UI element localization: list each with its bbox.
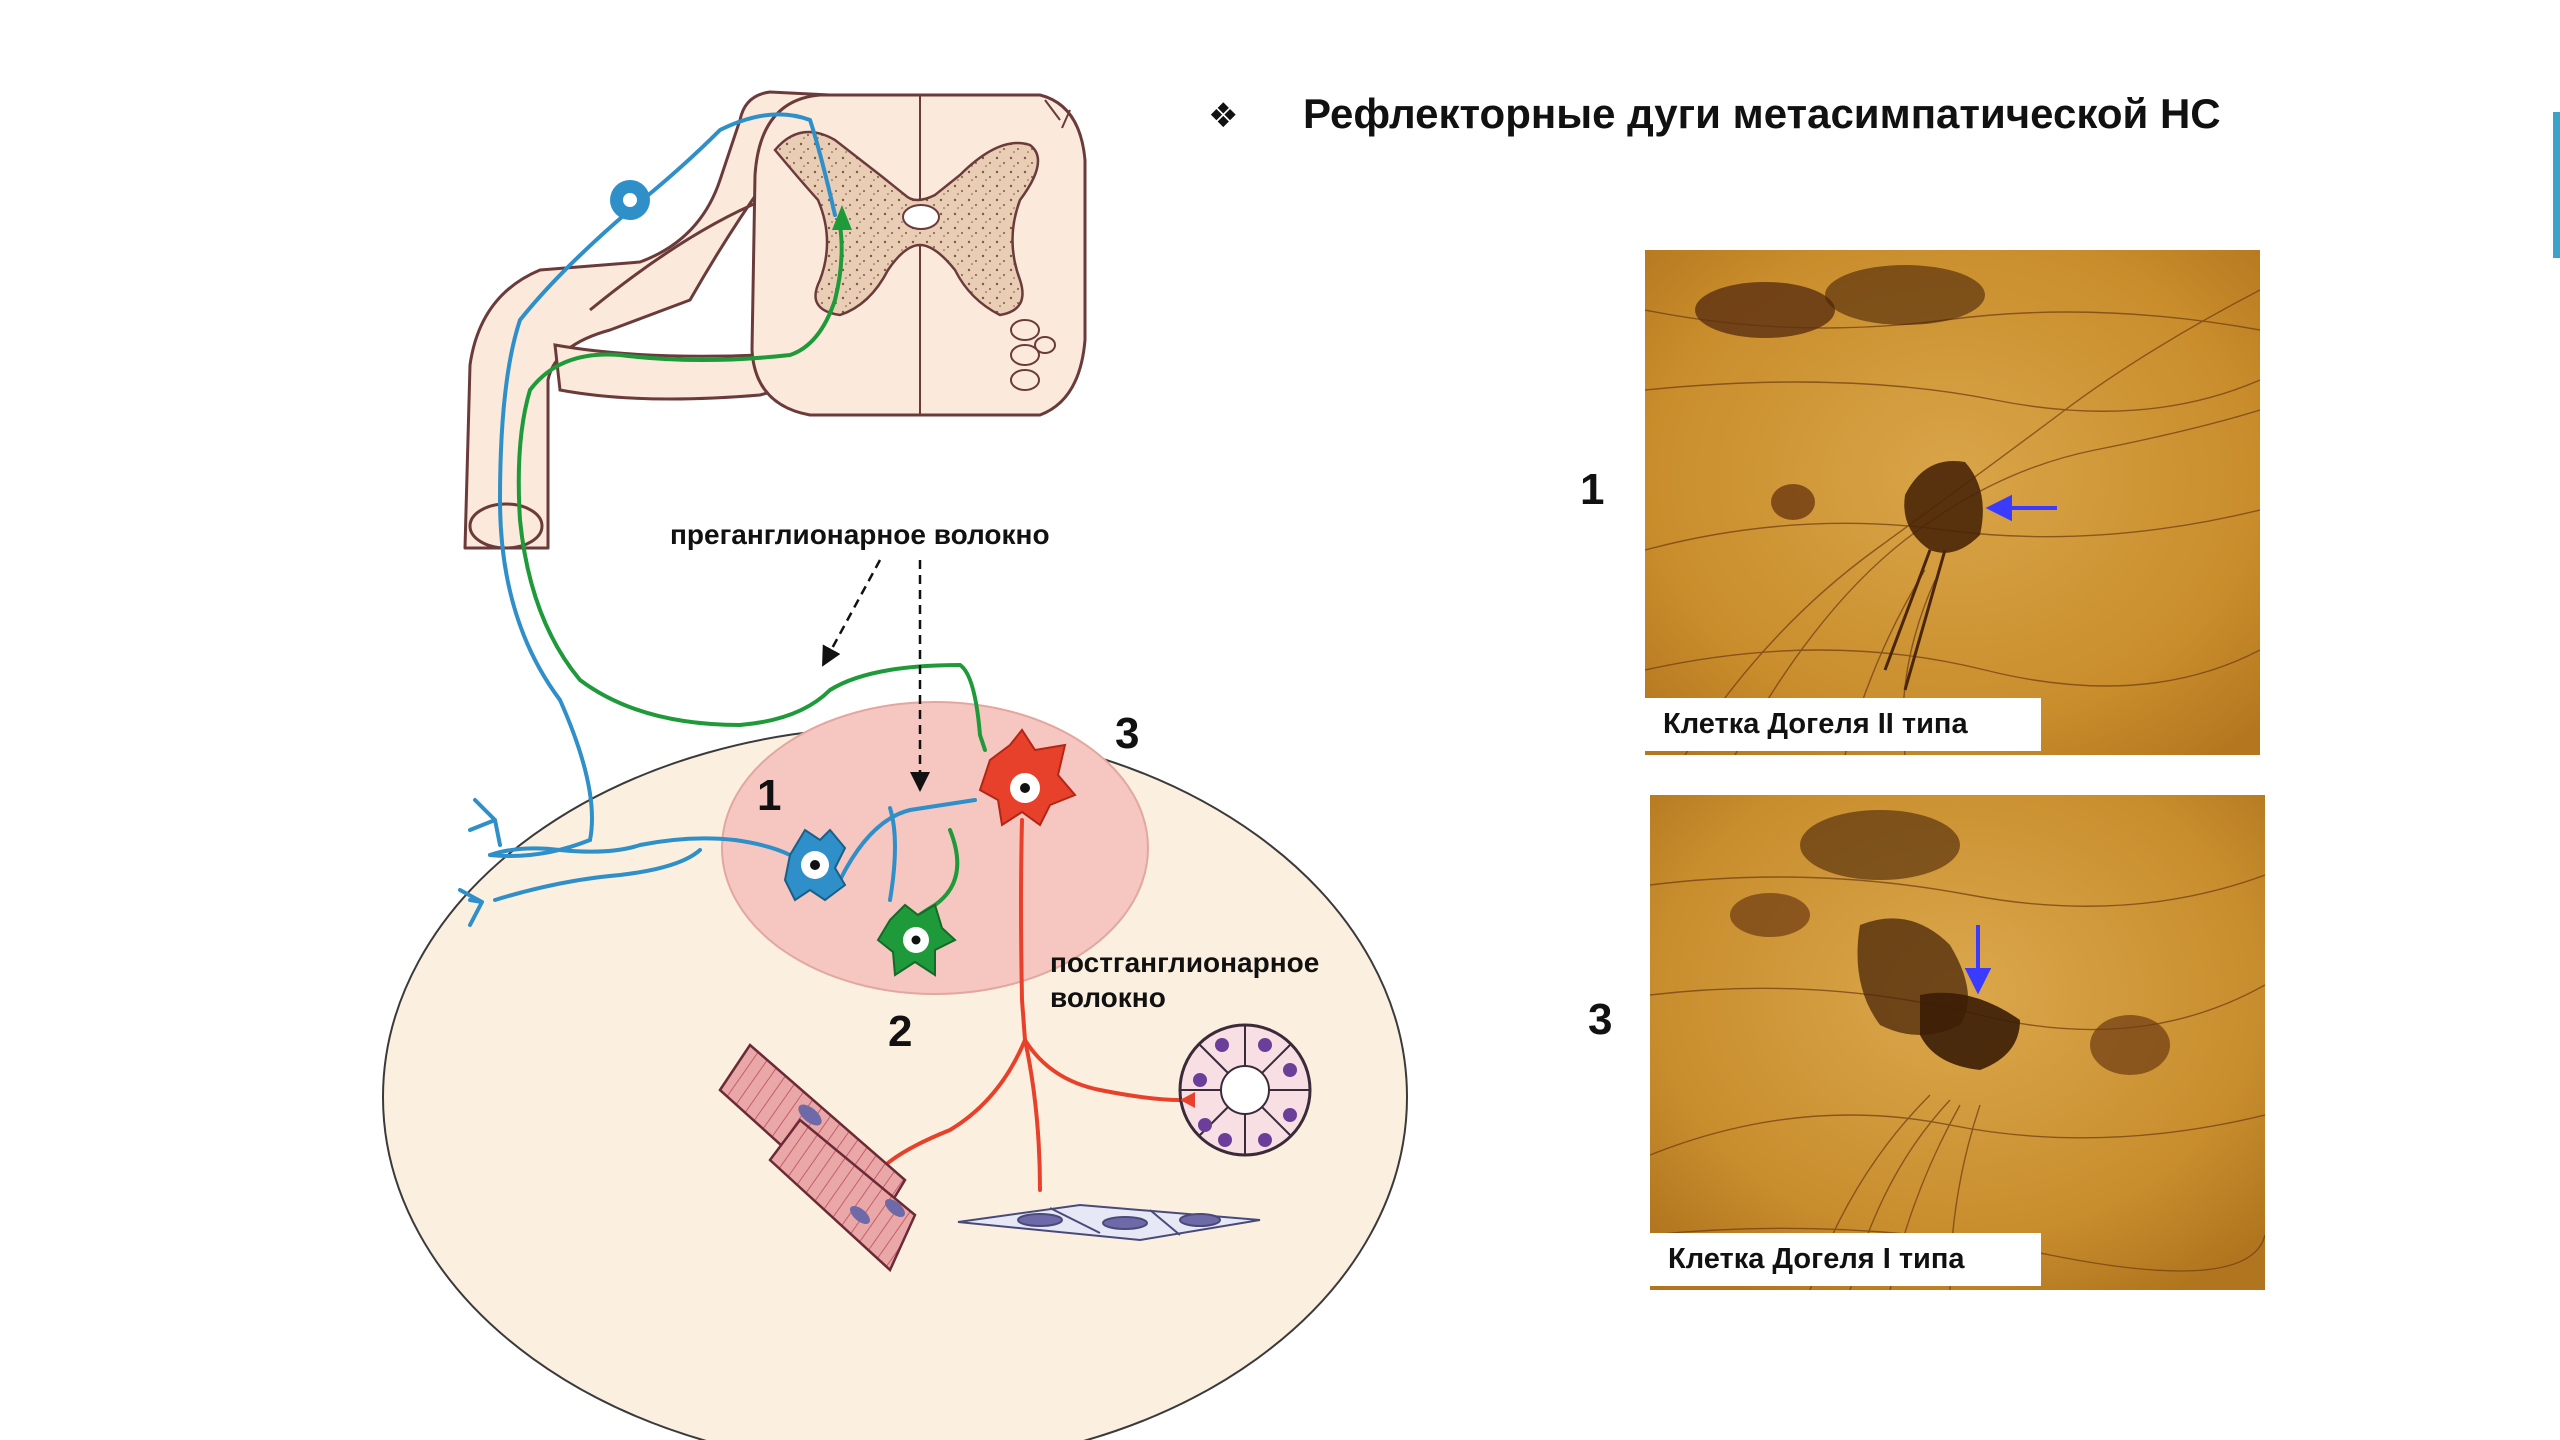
micrograph-3-caption: Клетка Догеля I типа [1650,1233,2041,1286]
slide-edge-accent [2553,112,2560,258]
neuron-2-number: 2 [888,1007,912,1056]
micrograph-dogiel-type-i: Клетка Догеля I типа [1650,795,2265,1290]
micrograph-3-number: 3 [1588,995,1613,1044]
diamond-bullet-icon: ❖ [1208,97,1239,135]
neuron-1-number: 1 [757,771,781,820]
postganglionic-label-line1: постганглионарное [1050,947,1319,978]
neuron-3-motor-dogiel-i [978,728,1077,827]
smooth-muscle-cells [957,1203,1261,1242]
spinal-nerve-cut [468,502,544,550]
white-matter-tracts [1010,319,1056,391]
neuron-1-sensory-dogiel-ii [783,828,847,902]
afferent-pathway [458,112,977,927]
micrograph-dogiel-type-ii: Клетка Догеля II типа [1645,250,2260,755]
efferent-pathway [878,818,1182,1192]
striated-muscle-fibers [718,1043,917,1273]
spinal-cord-section [750,93,1087,417]
arrow-icon [1964,925,1992,995]
slide-title: Рефлекторные дуги метасимпатической НС [1303,90,2221,137]
micrograph-1-number: 1 [1580,465,1605,514]
micrograph-1-caption: Клетка Догеля II типа [1645,698,2041,751]
arrow-icon [1985,494,2057,522]
green-terminal-arrow [832,205,852,230]
gland-acinus [1178,1023,1312,1157]
reflex-arc-diagram: преганглионарное волокно постганглионарн… [382,90,1408,1440]
postganglionic-label-line2: волокно [1050,982,1166,1013]
preganglionic-pointer-arrows [821,559,930,792]
neuron-2-interneuron [876,903,957,977]
central-canal [902,204,940,230]
preganglionic-label: преганглионарное волокно [670,519,1050,550]
neuron-3-number: 3 [1115,709,1139,758]
